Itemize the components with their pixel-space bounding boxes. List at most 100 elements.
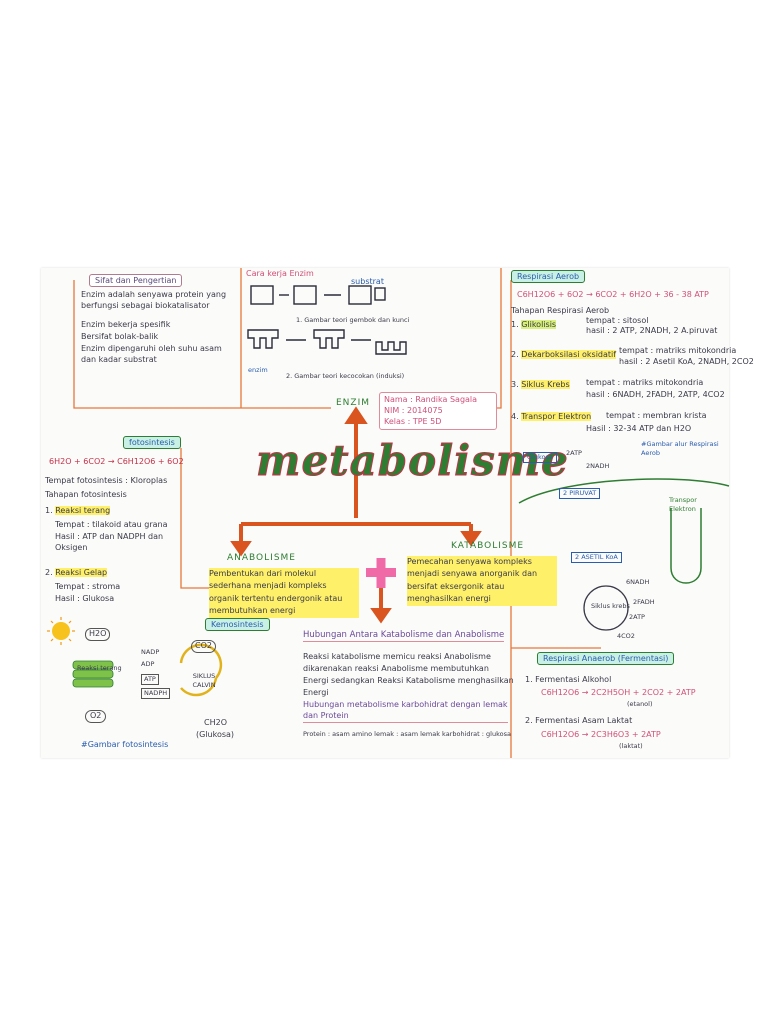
respirasi-aerob-equation: C6H12O6 + 6O2 → 6CO2 + 6H2O + 36 - 38 AT… xyxy=(517,290,709,299)
katabolisme-definition: Pemecahan senyawa kompleks menjadi senya… xyxy=(407,556,557,606)
fotosintesis-gelap-title: 2. Reaksi Gelap xyxy=(45,568,108,577)
arrow-head-anabolisme xyxy=(230,541,252,557)
respirasi-aerob-title: Respirasi Aerob xyxy=(511,270,586,283)
diagram-co2: CO2 xyxy=(191,640,216,653)
enzim-sifat-title: Sifat dan Pengertian xyxy=(89,274,183,287)
mind-map-sheet: Sifat dan Pengertian Enzim adalah senyaw… xyxy=(41,268,754,758)
diagram-siklus-calvin: SIKLUS CALVIN xyxy=(192,672,216,689)
step-name: Siklus Krebs xyxy=(521,380,570,389)
enzim-border-line xyxy=(73,280,331,409)
enzim-caption-2: 2. Gambar teori kecocokan (induksi) xyxy=(286,372,405,380)
enzim-sifat-item: Enzim adalah senyawa protein yang berfun… xyxy=(81,290,227,310)
diagram-siklus-krebs: Siklus krebs xyxy=(591,602,630,610)
arrow-head-hubungan xyxy=(370,608,392,624)
hubungan-line: Reaksi katabolisme memicu reaksi Anaboli… xyxy=(303,652,491,661)
hubungan-line: Energi sedangkan Reaksi Katabolisme meng… xyxy=(303,676,514,685)
terang-highlight: Reaksi terang xyxy=(55,506,111,515)
kemosintesis-title: Kemosintesis xyxy=(205,618,270,631)
gelap-highlight: Reaksi Gelap xyxy=(55,568,108,577)
grana-icon xyxy=(72,660,114,688)
enzim-caption-1: 1. Gambar teori gembok dan kunci xyxy=(296,316,410,324)
fotosintesis-gelap-tempat: Tempat : stroma xyxy=(55,582,121,591)
anaerob-eq-2: C6H12O6 → 2C3H6O3 + 2ATP xyxy=(541,730,661,739)
step-tempat: tempat : matriks mitokondria xyxy=(619,346,737,355)
enzim-sifat-item: Enzim dipengaruhi oleh suhu asam dan kad… xyxy=(81,344,222,364)
enzim-lock-key-icon xyxy=(250,285,386,305)
respirasi-anaerob-title: Respirasi Anaerob (Fermentasi) xyxy=(537,652,675,665)
anabolisme-definition: Pembentukan dari molekul sederhana menja… xyxy=(209,568,359,618)
identity-nim: NIM : 2014075 xyxy=(384,405,443,415)
diagram-piruvat-box: 2 PIRUVAT xyxy=(559,488,601,499)
step-name: Glikolisis xyxy=(521,320,557,329)
enzim-sifat-item: Enzim bekerja spesifik xyxy=(81,320,171,329)
fotosintesis-title: fotosintesis xyxy=(123,436,181,449)
diagram-6nadh: 6NADH xyxy=(626,578,650,586)
step-tempat: tempat : membran krista xyxy=(606,411,707,420)
anaerob-eq-1-note: (etanol) xyxy=(627,700,653,708)
diagram-atp: ATP xyxy=(141,674,159,685)
step-transpor: 4. Transpor Elektron xyxy=(511,412,592,421)
fotosintesis-tahapan: Tahapan fotosintesis xyxy=(45,490,127,499)
katabolisme-label: KATABOLISME xyxy=(451,541,525,551)
step-hasil: hasil : 2 ATP, 2NADH, 2 A.piruvat xyxy=(586,326,718,335)
anaerob-step-1: 1. Fermentasi Alkohol xyxy=(525,675,612,684)
diagram-transpor-elektron: Transpor Elektron xyxy=(669,496,697,513)
diagram-2nadh: 2NADH xyxy=(586,462,610,470)
identity-kelas: Kelas : TPE 5D xyxy=(384,416,442,426)
diagram-glukosa-box: Glukosa xyxy=(523,452,557,463)
anaerob-eq-1: C6H12O6 → 2C2H5OH + 2CO2 + 2ATP xyxy=(541,688,696,697)
respirasi-aerob-caption: #Gambar alur Respirasi Aerob xyxy=(641,440,719,457)
enzim-cara-title: Cara kerja Enzim xyxy=(246,269,314,278)
fotosintesis-terang-title: 1. Reaksi terang xyxy=(45,506,111,515)
anabolisme-label: ANABOLISME xyxy=(227,553,296,563)
enzim-substrat-label: substrat xyxy=(351,277,384,286)
hubungan-highlight: Hubungan metabolisme karbohidrat dengan … xyxy=(303,700,508,723)
mitochondria-membrane-icon xyxy=(518,478,730,584)
step-tempat: tempat : matriks mitokondria xyxy=(586,378,704,387)
fotosintesis-equation: 6H2O + 6CO2 → C6H12O6 + 6O2 xyxy=(49,457,184,466)
diagram-ch2o: CH2O xyxy=(204,718,227,727)
step-tempat: tempat : sitosol xyxy=(586,316,649,325)
hubungan-title: Hubungan Antara Katabolisme dan Anabolis… xyxy=(303,630,505,643)
step-krebs: 3. Siklus Krebs xyxy=(511,380,570,389)
connector-lines xyxy=(47,268,730,758)
enzim-sifat-item: Bersifat bolak-balik xyxy=(81,332,159,341)
anaerob-eq-2-note: (laktat) xyxy=(619,742,643,750)
fotosintesis-caption: #Gambar fotosintesis xyxy=(81,740,169,749)
diagram-h2o: H2O xyxy=(85,628,111,641)
step-name: Dekarboksilasi oksidatif xyxy=(521,350,617,359)
hubungan-footer: Protein : asam amino lemak : asam lemak … xyxy=(303,730,511,738)
identity-card: Nama : Randika Sagala NIM : 2014075 Kela… xyxy=(379,392,497,431)
enzim-enzim-label: enzim xyxy=(248,366,268,374)
step-dekarboksilasi: 2. Dekarboksilasi oksidatif xyxy=(511,350,617,359)
diagram-2atp-krebs: 2ATP xyxy=(629,613,645,621)
enzim-induced-fit-icon xyxy=(247,329,407,355)
diagram-2fadh: 2FADH xyxy=(633,598,655,606)
arrow-head-enzim xyxy=(344,406,368,424)
step-hasil: Hasil : 32-34 ATP dan H2O xyxy=(586,424,692,433)
sun-icon xyxy=(47,617,75,645)
fotosintesis-tempat: Tempat fotosintesis : Kloroplas xyxy=(45,476,168,485)
step-hasil: hasil : 2 Asetil KoA, 2NADH, 2CO2 xyxy=(619,357,754,366)
enzim-label: ENZIM xyxy=(336,398,371,408)
plus-icon xyxy=(366,558,396,588)
identity-nama: Nama : Randika Sagala xyxy=(384,395,478,404)
diagram-adp: ADP xyxy=(141,660,155,668)
diagram-o2: O2 xyxy=(85,710,107,723)
diagram-nadp: NADP xyxy=(141,648,160,656)
step-hasil: hasil : 6NADH, 2FADH, 2ATP, 4CO2 xyxy=(586,390,725,399)
fotosintesis-terang-hasil: Hasil : ATP dan NADPH dan Oksigen xyxy=(55,532,164,552)
page-title: metabolisme xyxy=(256,436,569,486)
diagram-nadph: NADPH xyxy=(141,688,171,699)
fotosintesis-line xyxy=(180,448,216,589)
step-glikolisis: 1. Glikolisis xyxy=(511,320,557,329)
diagram-2atp: 2ATP xyxy=(566,449,582,457)
respirasi-aerob-tahapan: Tahapan Respirasi Aerob xyxy=(511,306,610,315)
diagram-asetil-box: 2 ASETIL KoA xyxy=(571,552,622,563)
step-name: Transpor Elektron xyxy=(521,412,592,421)
arrow-head-katabolisme xyxy=(460,531,482,547)
hubungan-line: dikarenakan reaksi Anabolisme membutuhka… xyxy=(303,664,489,673)
diagram-4co2: 4CO2 xyxy=(617,632,635,640)
fotosintesis-terang-tempat: Tempat : tilakoid atau grana xyxy=(55,520,168,529)
hubungan-line: Energi xyxy=(303,688,329,697)
